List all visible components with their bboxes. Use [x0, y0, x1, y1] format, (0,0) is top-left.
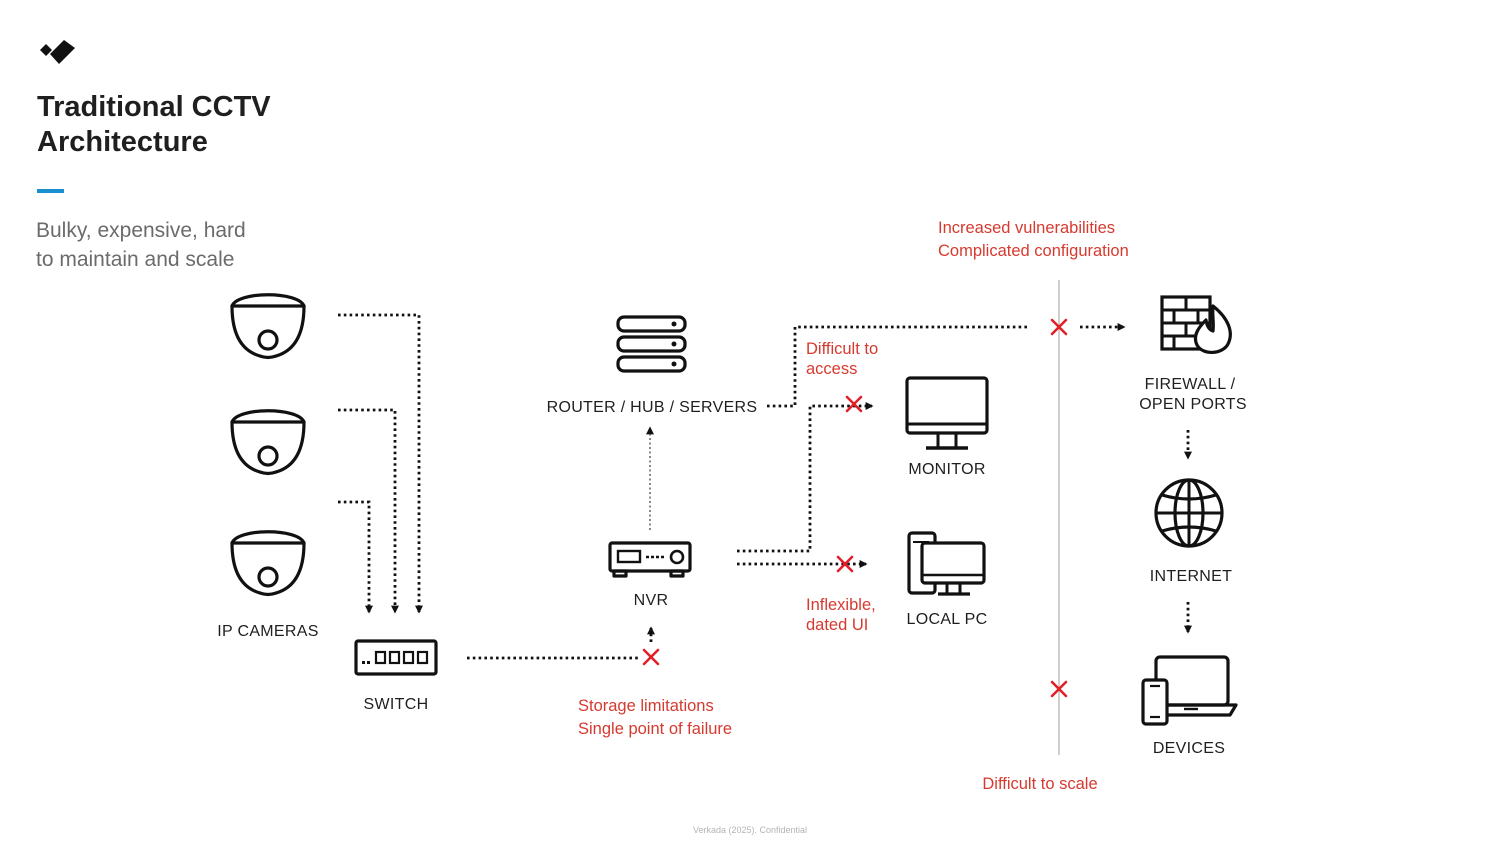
label-local-pc: LOCAL PC — [907, 611, 988, 628]
connectors — [338, 313, 1192, 660]
x-mark-icon — [1050, 318, 1068, 336]
label-internet: INTERNET — [1150, 568, 1232, 585]
dome-camera-icon — [230, 293, 306, 360]
x-mark-icon — [845, 395, 863, 413]
label-router-hub-servers: ROUTER / HUB / SERVERS — [547, 399, 758, 416]
firewall-icon — [1160, 295, 1232, 354]
nvr-recorder-icon — [608, 541, 692, 578]
network-switch-icon — [354, 639, 438, 676]
desktop-pc-icon — [907, 531, 986, 596]
callout-vulnerabilities-line-1: Increased vulnerabilities — [938, 219, 1115, 237]
title-accent-bar — [37, 189, 64, 193]
callout-vulnerabilities-line-2: Complicated configuration — [938, 242, 1129, 260]
callout-storage-line-1: Storage limitations — [578, 697, 714, 715]
label-firewall-line-2: OPEN PORTS — [1139, 396, 1247, 413]
label-firewall-line-1: FIREWALL / — [1145, 376, 1236, 393]
globe-icon — [1154, 478, 1224, 548]
callout-ui-line-1: Inflexible, — [806, 596, 876, 614]
page-subtitle: Bulky, expensive, hard to maintain and s… — [36, 216, 246, 274]
label-monitor: MONITOR — [908, 461, 985, 478]
dome-camera-icon — [230, 409, 306, 476]
devices-icon — [1141, 655, 1238, 726]
label-devices: DEVICES — [1153, 740, 1225, 757]
x-mark-icon — [836, 555, 854, 573]
callout-scale: Difficult to scale — [982, 775, 1097, 793]
subtitle-line-1: Bulky, expensive, hard — [36, 219, 246, 242]
label-nvr: NVR — [634, 592, 669, 609]
title-line-2: Architecture — [37, 126, 208, 158]
x-mark-icon — [1050, 680, 1068, 698]
monitor-icon — [905, 376, 989, 450]
callout-access-line-1: Difficult to — [806, 340, 878, 358]
label-switch: SWITCH — [364, 696, 429, 713]
subtitle-line-2: to maintain and scale — [36, 248, 235, 271]
x-mark-icon — [642, 648, 660, 666]
page-title: Traditional CCTV Architecture — [37, 90, 271, 160]
title-line-1: Traditional CCTV — [37, 91, 271, 123]
footer-confidential: Verkada (2025). Confidential — [692, 825, 808, 835]
label-ip-cameras: IP CAMERAS — [217, 623, 318, 640]
server-stack-icon — [616, 315, 687, 373]
dome-camera-icon — [230, 530, 306, 597]
callout-access-line-2: access — [806, 360, 857, 378]
callout-ui-line-2: dated UI — [806, 616, 868, 634]
logo-mark — [38, 38, 78, 73]
callout-storage-line-2: Single point of failure — [578, 720, 732, 738]
